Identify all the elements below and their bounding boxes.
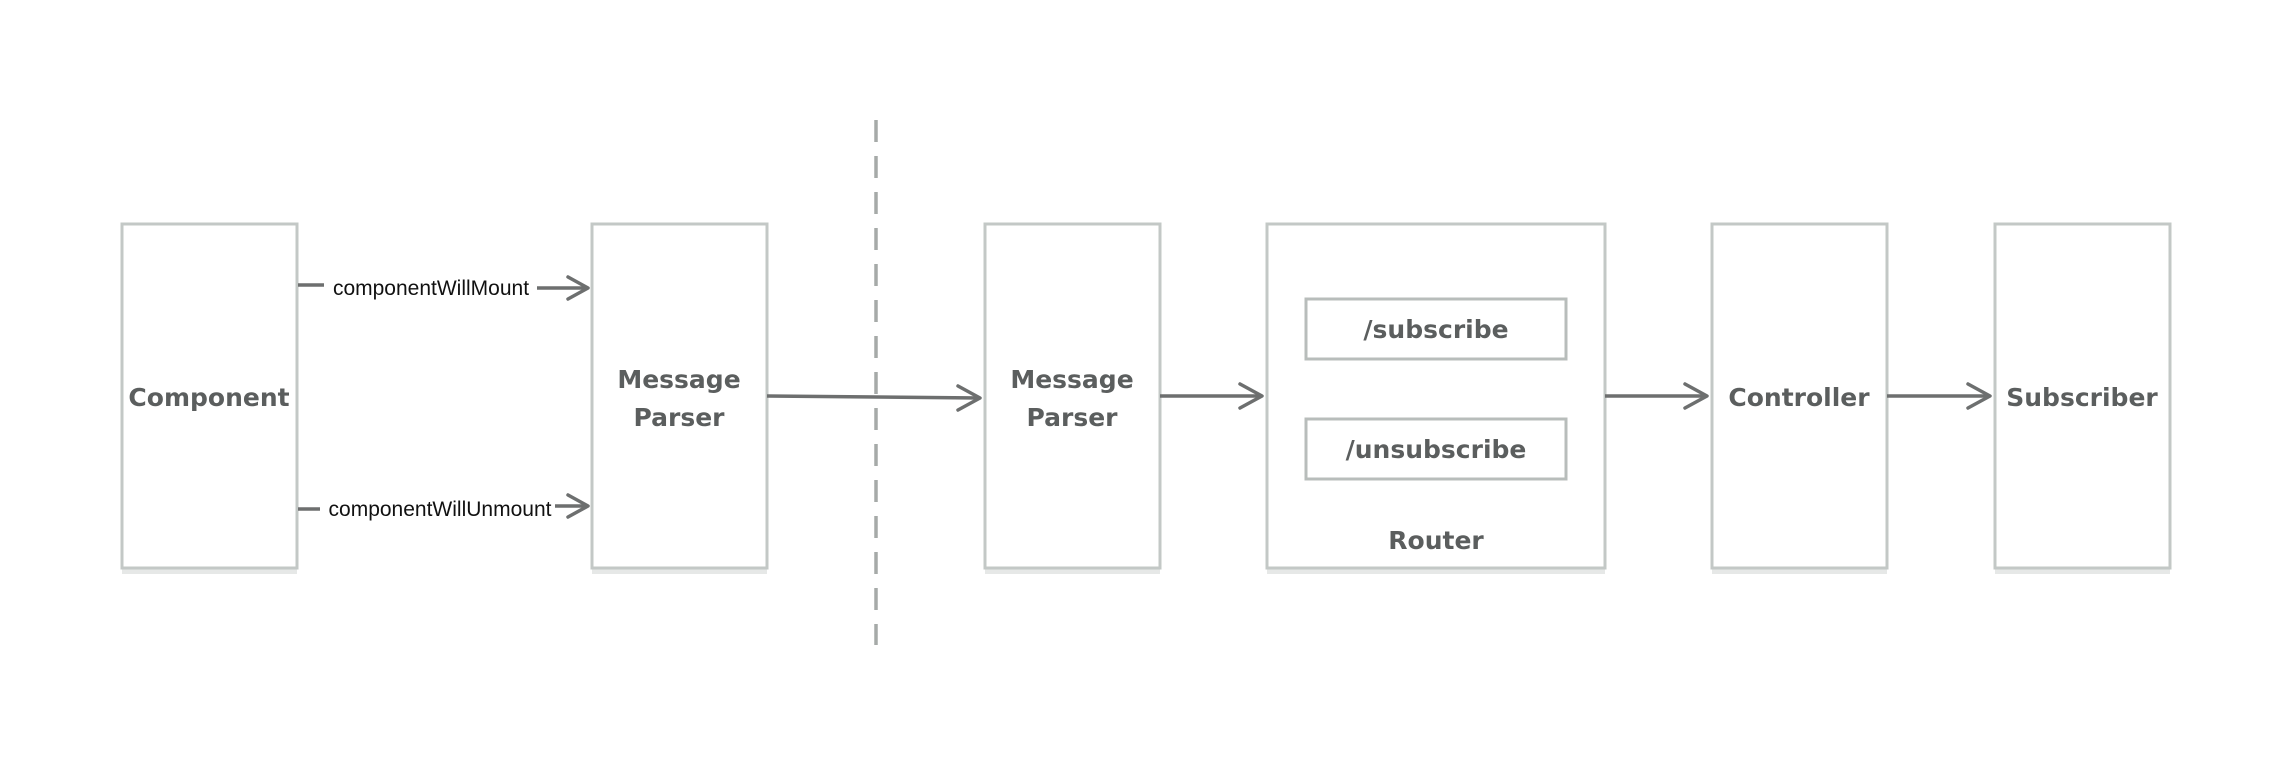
mount-label: componentWillMount <box>333 277 529 300</box>
controller-node: Controller <box>1710 222 1889 574</box>
subscriber-node: Subscriber <box>1993 222 2172 574</box>
message-parser-server-label-line2: Parser <box>1026 403 1118 432</box>
mount-arrow: componentWillMount <box>298 275 590 301</box>
parser-to-router-arrow <box>1160 382 1264 410</box>
route-subscribe-box <box>1304 297 1568 361</box>
subscriber-label: Subscriber <box>2006 383 2158 412</box>
unmount-arrow: componentWillUnmount <box>298 493 590 521</box>
route-subscribe-label: /subscribe <box>1363 315 1508 344</box>
message-parser-client-node: Message Parser <box>590 222 769 574</box>
parser-to-parser-arrow <box>766 384 982 412</box>
component-label: Component <box>128 383 289 412</box>
message-parser-server-label-line1: Message <box>1010 365 1133 394</box>
controller-label: Controller <box>1728 383 1870 412</box>
message-parser-client-label-line2: Parser <box>633 403 725 432</box>
router-node: /subscribe /unsubscribe Router <box>1265 222 1607 574</box>
message-parser-server-node: Message Parser <box>983 222 1162 574</box>
router-to-controller-arrow <box>1605 382 1709 410</box>
message-parser-client-label-line1: Message <box>617 365 740 394</box>
component-node: Component <box>120 222 299 574</box>
unmount-label: componentWillUnmount <box>329 498 552 521</box>
router-label: Router <box>1388 526 1484 555</box>
controller-to-subscriber-arrow <box>1887 382 1992 410</box>
route-unsubscribe-label: /unsubscribe <box>1346 435 1527 464</box>
route-unsubscribe-box <box>1304 417 1568 481</box>
